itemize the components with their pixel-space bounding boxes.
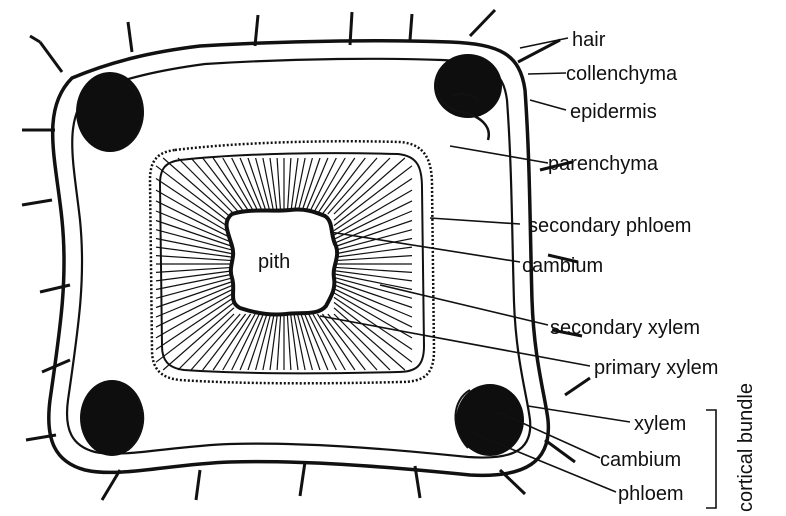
- xylem-ray-line: [178, 314, 234, 370]
- xylem-ray-line: [305, 158, 328, 214]
- xylem-ray-line: [287, 314, 291, 370]
- label-cambium: cambium: [522, 255, 603, 277]
- xylem-ray-line: [240, 158, 263, 214]
- xylem-ray-line: [156, 230, 234, 251]
- xylem-ray-line: [291, 314, 298, 370]
- label-pith: pith: [258, 251, 290, 273]
- xylem-ray-line: [334, 277, 412, 298]
- label-primary-xylem: primary xylem: [594, 357, 718, 379]
- xylem-ray-line: [156, 293, 234, 338]
- label-bundle-phloem: phloem: [618, 483, 684, 505]
- label-bundle-cambium: cambium: [600, 449, 681, 471]
- cortical-bundle-bottom-right: [455, 384, 524, 456]
- label-hair: hair: [572, 29, 606, 51]
- xylem-ray-line: [270, 158, 277, 214]
- label-collenchyma: collenchyma: [566, 63, 678, 85]
- label-secondary-phloem: secondary phloem: [528, 215, 691, 237]
- xylem-ray-line: [191, 314, 240, 370]
- label-parenchyma: parenchyma: [548, 153, 659, 175]
- xylem-ray-line: [334, 158, 390, 214]
- xylem-ray-line: [305, 314, 328, 370]
- cortical-bundle-top-right: [434, 54, 502, 140]
- label-epidermis: epidermis: [570, 101, 657, 123]
- xylem-ray-line: [277, 158, 281, 214]
- xylem-ray-line: [334, 190, 412, 235]
- label-cortical-bundle: cortical bundle: [735, 383, 757, 512]
- xylem-ray-line: [156, 190, 234, 235]
- cortical-bundle-bottom-left: [80, 380, 144, 456]
- xylem-ray-line: [270, 314, 277, 370]
- xylem-ray-line: [291, 158, 298, 214]
- xylem-ray-line: [156, 211, 234, 243]
- xylem-ray-line: [328, 158, 377, 214]
- xylem-ray-line: [156, 277, 234, 298]
- label-secondary-xylem: secondary xylem: [550, 317, 700, 339]
- cortical-bundle-top-left: [76, 72, 144, 152]
- label-bundle-xylem: xylem: [634, 413, 686, 435]
- xylem-ray-line: [334, 314, 390, 370]
- xylem-ray-line: [178, 158, 234, 214]
- xylem-ray-line: [191, 158, 240, 214]
- xylem-ray-line: [334, 230, 412, 251]
- xylem-ray-line: [240, 314, 263, 370]
- xylem-ray-line: [277, 314, 281, 370]
- xylem-ray-line: [287, 158, 291, 214]
- xylem-ray-line: [156, 285, 234, 317]
- cortical-bundle-bracket: [706, 410, 716, 508]
